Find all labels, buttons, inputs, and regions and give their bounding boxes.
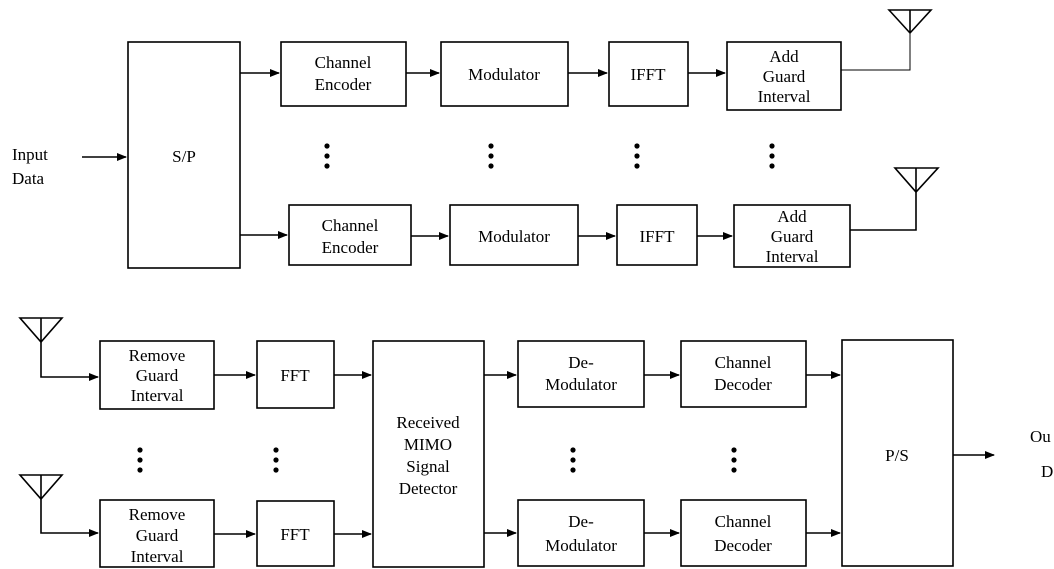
- guard-label-line-1: Add: [777, 207, 807, 226]
- channel-decoder-block: Channel Decoder: [680, 499, 807, 567]
- remove-guard-interval-block: Remove Guard Interval: [99, 499, 215, 568]
- remove-guard-label-line-2: Guard: [136, 366, 179, 385]
- transmitter: Input Data S/P Channel Encoder Modulator: [12, 9, 940, 269]
- encoder-label-line-1: Channel: [322, 216, 379, 235]
- rx-antenna-feed: [40, 499, 99, 537]
- rx-ellipsis-dots: [137, 447, 737, 473]
- add-guard-interval-block: Add Guard Interval: [733, 204, 851, 268]
- remove-guard-label-line-3: Interval: [131, 547, 184, 566]
- receiver: Remove Guard Interval FFT De- Modulator …: [18, 317, 1053, 568]
- fft-label: FFT: [280, 525, 310, 544]
- ps-label: P/S: [885, 446, 909, 465]
- tx-ellipsis-dots: [324, 143, 775, 169]
- fft-block: FFT: [256, 340, 335, 409]
- detector-label-line-4: Detector: [399, 479, 458, 498]
- input-label-line-2: Data: [12, 169, 45, 188]
- remove-guard-label-line-3: Interval: [131, 386, 184, 405]
- decoder-label-line-1: Channel: [715, 353, 772, 372]
- tx-chain-2: Channel Encoder Modulator IFFT Add Guard…: [240, 167, 940, 268]
- mimo-signal-detector-block: Received MIMO Signal Detector: [372, 340, 485, 568]
- demodulator-label-line-1: De-: [568, 353, 594, 372]
- modulator-block: Modulator: [449, 204, 579, 266]
- guard-label-line-2: Guard: [763, 67, 806, 86]
- demodulator-block: De- Modulator: [517, 340, 645, 408]
- channel-encoder-block: Channel Encoder: [280, 41, 407, 107]
- ifft-label: IFFT: [640, 227, 676, 246]
- guard-label-line-3: Interval: [758, 87, 811, 106]
- sp-label: S/P: [172, 147, 196, 166]
- encoder-label-line-2: Encoder: [322, 238, 379, 257]
- ps-block: P/S: [841, 339, 954, 567]
- detector-label-line-1: Received: [396, 413, 460, 432]
- decoder-label-line-1: Channel: [715, 512, 772, 531]
- demodulator-label-line-2: Modulator: [545, 375, 617, 394]
- remove-guard-label-line-1: Remove: [129, 346, 186, 365]
- sp-block: S/P: [127, 41, 241, 269]
- decoder-label-line-2: Decoder: [714, 375, 772, 394]
- tx-antenna-icon: [893, 167, 940, 194]
- tx-antenna-feed: [841, 30, 911, 71]
- modulator-label: Modulator: [468, 65, 540, 84]
- encoder-label-line-2: Encoder: [315, 75, 372, 94]
- remove-guard-label-line-1: Remove: [129, 505, 186, 524]
- tx-antenna-icon: [887, 9, 933, 35]
- demodulator-label-line-1: De-: [568, 512, 594, 531]
- fft-label: FFT: [280, 366, 310, 385]
- demodulator-block: De- Modulator: [517, 499, 645, 567]
- detector-label-line-2: MIMO: [404, 435, 452, 454]
- remove-guard-label-line-2: Guard: [136, 526, 179, 545]
- fft-block: FFT: [256, 500, 335, 567]
- decoder-label-line-2: Decoder: [714, 536, 772, 555]
- channel-decoder-block: Channel Decoder: [680, 340, 807, 408]
- input-data-label: Input Data: [12, 145, 48, 188]
- ifft-block: IFFT: [608, 41, 689, 107]
- rx-antenna-feed: [40, 342, 99, 381]
- rx-chain-1: Remove Guard Interval FFT De- Modulator …: [18, 317, 841, 410]
- detector-label-line-3: Signal: [406, 457, 450, 476]
- encoder-label-line-1: Channel: [315, 53, 372, 72]
- demodulator-label-line-2: Modulator: [545, 536, 617, 555]
- output-label-line-2: D: [1041, 462, 1053, 481]
- rx-antenna-icon: [18, 474, 64, 501]
- output-label-line-1: Ou: [1030, 427, 1051, 446]
- add-guard-interval-block: Add Guard Interval: [726, 41, 842, 111]
- rx-chain-2: Remove Guard Interval FFT De- Modulator …: [18, 474, 841, 568]
- input-label-line-1: Input: [12, 145, 48, 164]
- remove-guard-interval-block: Remove Guard Interval: [99, 340, 215, 410]
- tx-chain-1: Channel Encoder Modulator IFFT Add Guard…: [240, 9, 933, 111]
- ifft-block: IFFT: [616, 204, 698, 266]
- ifft-label: IFFT: [631, 65, 667, 84]
- rx-antenna-icon: [18, 317, 64, 344]
- guard-label-line-1: Add: [769, 47, 799, 66]
- channel-encoder-block: Channel Encoder: [288, 204, 412, 266]
- modulator-block: Modulator: [440, 41, 569, 107]
- modulator-label: Modulator: [478, 227, 550, 246]
- tx-antenna-feed: [850, 190, 917, 231]
- guard-label-line-3: Interval: [766, 247, 819, 266]
- guard-label-line-2: Guard: [771, 227, 814, 246]
- output-data-label: Ou D: [1030, 427, 1053, 481]
